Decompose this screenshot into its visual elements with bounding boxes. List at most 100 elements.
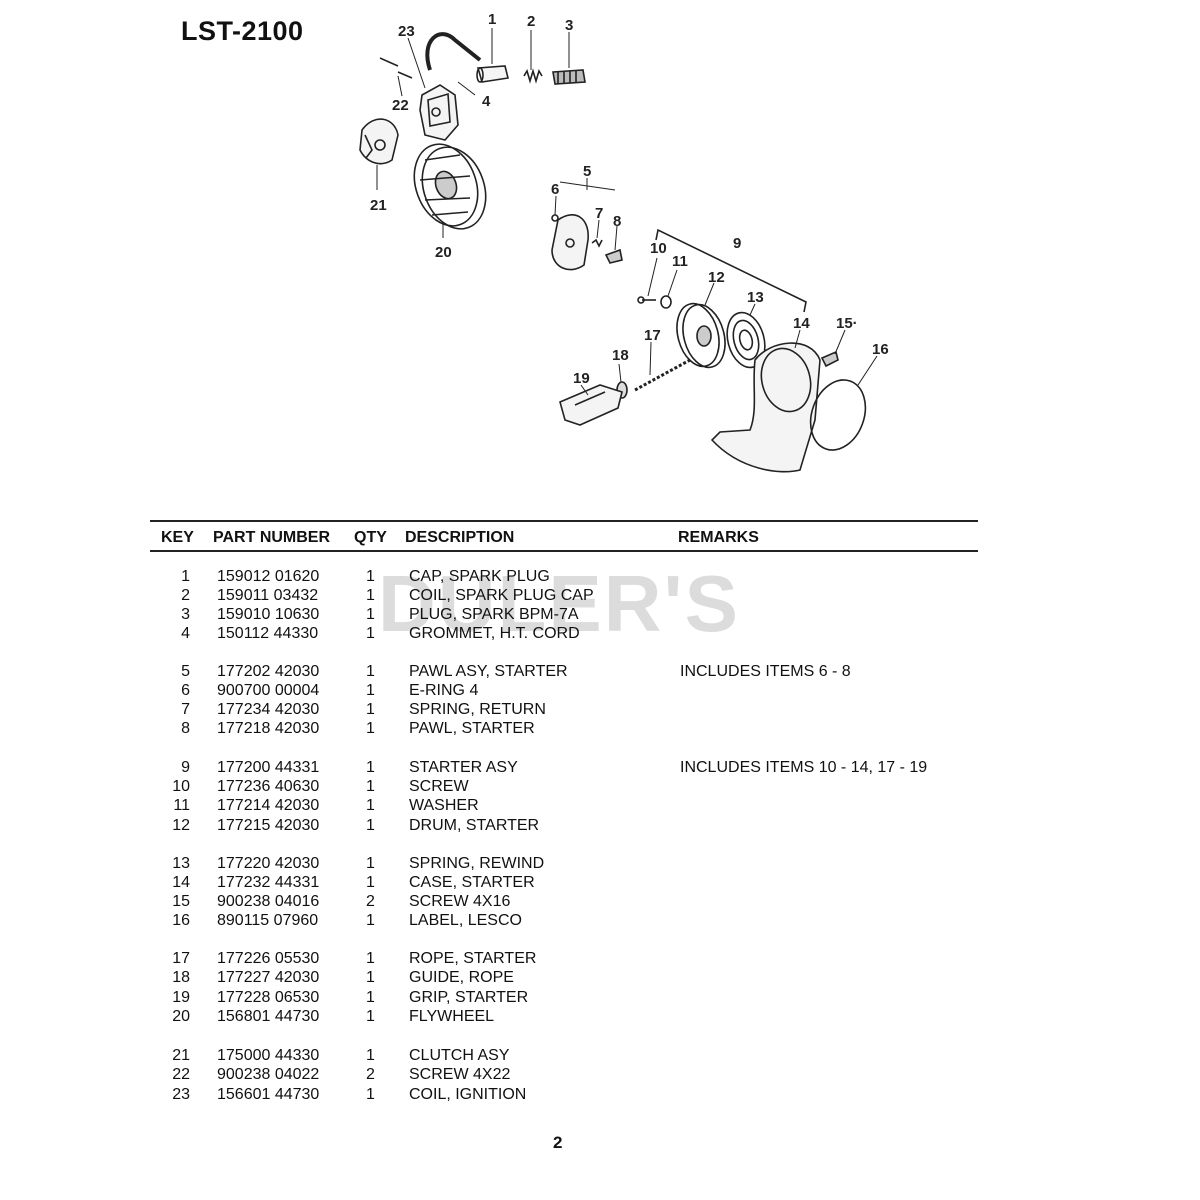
cell-key: 22 xyxy=(172,1066,190,1083)
cell-part-number: 177220 42030 xyxy=(217,855,320,872)
cell-key: 5 xyxy=(181,663,190,680)
rewind-spring-drawing xyxy=(726,311,766,369)
watermark: DULER'S xyxy=(378,559,740,648)
cell-key: 7 xyxy=(181,701,190,718)
cell-description: PAWL, STARTER xyxy=(409,720,535,737)
callout-label: 6 xyxy=(551,181,559,198)
screw-4x22-drawing xyxy=(379,57,399,67)
callout-label: 23 xyxy=(398,23,415,40)
cell-description: CLUTCH ASY xyxy=(409,1047,510,1064)
cell-description: PAWL ASY, STARTER xyxy=(409,663,568,680)
cell-description: SCREW 4X16 xyxy=(409,893,511,910)
cell-description: SPRING, REWIND xyxy=(409,855,545,872)
cell-description: GRIP, STARTER xyxy=(409,989,529,1006)
cell-part-number: 159012 01620 xyxy=(217,568,320,585)
cell-part-number: 900700 00004 xyxy=(217,682,320,699)
callout-label: 11 xyxy=(672,253,688,270)
spark-plug-cap-drawing xyxy=(476,65,509,83)
cell-key: 14 xyxy=(172,874,190,891)
cell-part-number: 159010 10630 xyxy=(217,606,320,623)
cell-part-number: 177214 42030 xyxy=(217,797,320,814)
cell-key: 4 xyxy=(181,625,190,642)
cell-description: LABEL, LESCO xyxy=(409,912,522,929)
cell-part-number: 177218 42030 xyxy=(217,720,320,737)
cell-key: 17 xyxy=(172,950,190,967)
starter-case-drawing xyxy=(710,342,821,473)
cell-qty: 1 xyxy=(366,797,375,814)
cell-qty: 1 xyxy=(366,817,375,834)
exploded-parts-diagram: 1 2 3 4 5 6 7 8 9 10 11 12 13 14 15· 16 … xyxy=(359,11,889,473)
cell-qty: 1 xyxy=(366,855,375,872)
cell-qty: 1 xyxy=(366,950,375,967)
cell-part-number: 177202 42030 xyxy=(217,663,320,680)
cell-key: 23 xyxy=(172,1086,190,1103)
cell-part-number: 177226 05530 xyxy=(217,950,320,967)
cell-key: 18 xyxy=(172,969,190,986)
ignition-coil-drawing xyxy=(419,32,482,141)
table-row: 16 890115 07960 1 LABEL, LESCO xyxy=(0,912,1200,931)
callout-label: 8 xyxy=(613,213,621,230)
cell-qty: 1 xyxy=(366,663,375,680)
table-row: 10 177236 40630 1 SCREW xyxy=(0,778,1200,797)
spark-plug-drawing xyxy=(552,69,586,85)
header-remarks: REMARKS xyxy=(678,529,759,546)
cell-part-number: 177200 44331 xyxy=(217,759,320,776)
cell-key: 16 xyxy=(172,912,190,929)
cell-qty: 1 xyxy=(366,1086,375,1103)
cell-description: CAP, SPARK PLUG xyxy=(409,568,550,585)
cell-part-number: 156801 44730 xyxy=(217,1008,320,1025)
cell-key: 21 xyxy=(172,1047,190,1064)
cell-qty: 1 xyxy=(366,1008,375,1025)
cell-qty: 1 xyxy=(366,969,375,986)
cell-qty: 1 xyxy=(366,587,375,604)
callout-label: 20 xyxy=(435,244,452,261)
page-title: LST-2100 xyxy=(181,16,304,46)
cell-part-number: 177236 40630 xyxy=(217,778,320,795)
callout-label: 17 xyxy=(644,327,661,344)
callout-label: 3 xyxy=(565,17,573,34)
cell-qty: 1 xyxy=(366,720,375,737)
table-row: 17 177226 05530 1 ROPE, STARTER xyxy=(0,950,1200,969)
cell-description: WASHER xyxy=(409,797,479,814)
starter-drum-drawing xyxy=(676,302,726,369)
cell-key: 3 xyxy=(181,606,190,623)
cell-qty: 1 xyxy=(366,912,375,929)
callout-label: 21 xyxy=(370,197,387,214)
cell-key: 10 xyxy=(172,778,190,795)
cell-qty: 1 xyxy=(366,682,375,699)
starter-grip-drawing xyxy=(559,384,623,426)
cell-description: SCREW xyxy=(409,778,469,795)
header-key: KEY xyxy=(161,529,194,546)
cell-remarks: INCLUDES ITEMS 10 - 14, 17 - 19 xyxy=(680,759,928,776)
cell-qty: 1 xyxy=(366,1047,375,1064)
cell-description: SPRING, RETURN xyxy=(409,701,546,718)
callout-label: 19 xyxy=(573,370,590,387)
callout-label: 7 xyxy=(595,205,603,222)
header-part-number: PART NUMBER xyxy=(213,529,331,546)
lesco-label-drawing xyxy=(809,379,867,451)
cell-qty: 1 xyxy=(366,606,375,623)
cell-part-number: 177215 42030 xyxy=(217,817,320,834)
cell-description: CASE, STARTER xyxy=(409,874,535,891)
cell-description: GROMMET, H.T. CORD xyxy=(409,625,580,642)
callout-label: 10 xyxy=(650,240,667,257)
cell-part-number: 890115 07960 xyxy=(217,912,319,929)
cell-description: DRUM, STARTER xyxy=(409,817,540,834)
clutch-drawing xyxy=(359,118,399,165)
cell-description: ROPE, STARTER xyxy=(409,950,537,967)
cell-qty: 1 xyxy=(366,778,375,795)
cell-part-number: 177234 42030 xyxy=(217,701,320,718)
callout-label: 9 xyxy=(733,235,741,252)
